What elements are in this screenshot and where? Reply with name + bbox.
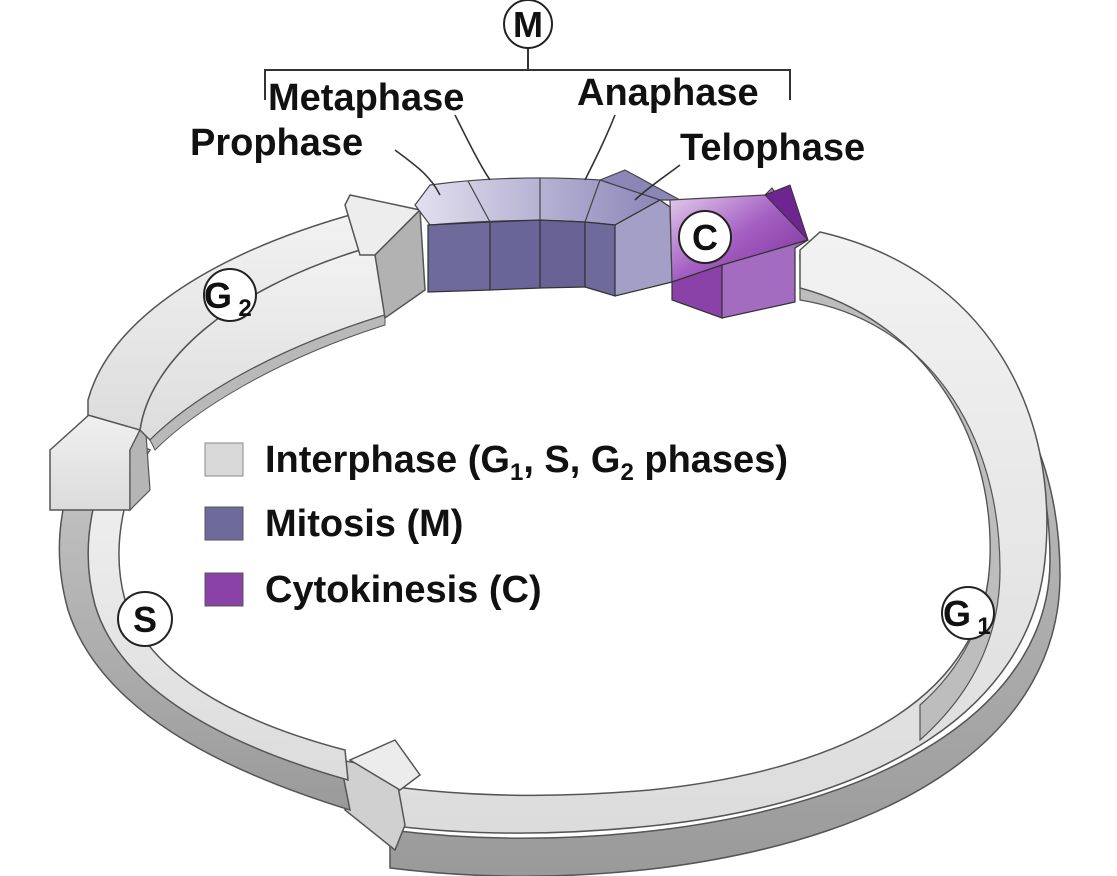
- legend-label-interphase: Interphase (G1, S, G2 phases): [265, 439, 788, 486]
- m-bracket: [264, 48, 791, 100]
- c-badge: C: [678, 210, 732, 264]
- mitosis-block: [414, 169, 681, 297]
- c-badge-text: C: [692, 217, 718, 258]
- g2-arrowhead: [344, 194, 426, 320]
- m-badge-text: M: [513, 4, 543, 45]
- prophase-label: Prophase: [190, 122, 363, 164]
- telophase-label: Telophase: [680, 127, 865, 169]
- metaphase-label: Metaphase: [268, 77, 464, 119]
- g1-arrowhead: [339, 739, 422, 852]
- s-badge: S: [117, 591, 173, 647]
- legend-item-interphase: Interphase (G1, S, G2 phases): [204, 439, 788, 486]
- m-badge: M: [503, 0, 553, 49]
- g2-badge: G 2: [203, 268, 257, 322]
- g2-badge-sub: 2: [238, 295, 251, 322]
- legend-label-cytokinesis: Cytokinesis (C): [265, 569, 542, 611]
- g2-badge-main: G: [204, 275, 232, 316]
- g1-badge-sub: 1: [977, 613, 990, 640]
- s-arrowhead: [49, 404, 151, 512]
- g1-segment: [387, 231, 1061, 876]
- g1-badge-main: G: [943, 593, 971, 634]
- s-badge-text: S: [133, 599, 157, 640]
- legend-swatch-mitosis: [204, 506, 244, 541]
- legend-item-mitosis: Mitosis (M): [204, 503, 463, 545]
- anaphase-label: Anaphase: [577, 72, 759, 114]
- legend: Interphase (G1, S, G2 phases) Mitosis (M…: [204, 439, 788, 611]
- legend-swatch-interphase: [204, 442, 244, 477]
- g1-badge: G 1: [941, 586, 995, 640]
- g2-segment: [87, 214, 386, 451]
- legend-label-mitosis: Mitosis (M): [265, 503, 463, 545]
- phase-leader-lines: [394, 114, 681, 201]
- legend-item-cytokinesis: Cytokinesis (C): [204, 569, 542, 611]
- legend-swatch-cytokinesis: [204, 572, 244, 607]
